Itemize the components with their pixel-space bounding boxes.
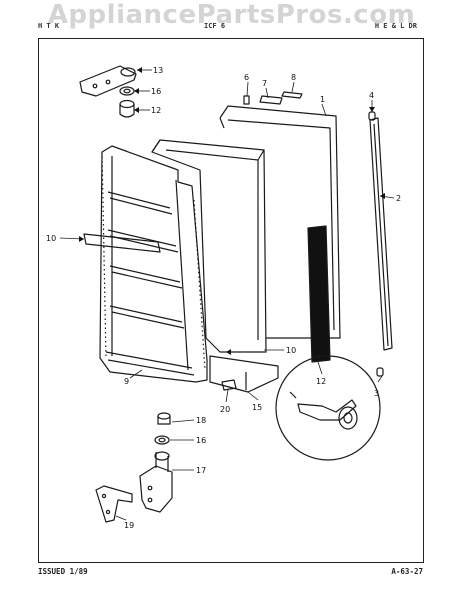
part-trim-strip-b (281, 91, 303, 99)
diagram-frame (38, 38, 424, 563)
part-bottom-hinge-pin (157, 412, 171, 425)
part-hinge-pin-top (243, 95, 250, 105)
callout-12: 12 (316, 377, 326, 386)
part-shelf-bar (83, 233, 161, 253)
part-washer-lower (154, 435, 170, 445)
callout-20: 20 (220, 405, 230, 414)
header-left-text: H T K (38, 22, 60, 30)
callout-6: 6 (244, 73, 249, 82)
part-top-hinge-plate (79, 65, 137, 97)
callout-17: 17 (196, 466, 206, 475)
callout-11: 10 (46, 234, 56, 243)
callout-3: 3 (374, 389, 379, 398)
callout-4: 4 (369, 91, 374, 100)
callout-10: 10 (286, 346, 296, 355)
callout-19: 19 (124, 521, 134, 530)
callout-7: 7 (262, 79, 267, 88)
leader-lines (59, 69, 395, 521)
callout-16a: 16 (151, 87, 161, 96)
part-bottom-hinge (139, 451, 173, 513)
callout-1: 1 (320, 95, 325, 104)
part-door-gasket (151, 139, 267, 353)
part-screw-bottom (376, 367, 384, 377)
callout-18: 18 (196, 416, 206, 425)
diagram-code: A-63-27 (391, 567, 423, 576)
part-door-panel (99, 145, 208, 383)
part-trim-strip-a (259, 95, 283, 105)
issued-date: ISSUED 1/89 (38, 567, 88, 576)
callout-14: 12 (151, 106, 161, 115)
part-side-rail (369, 117, 393, 351)
part-angle-bracket (95, 485, 133, 523)
callout-labels: 13 16 12 6 7 8 1 4 2 3 10 10 12 15 20 18… (46, 66, 401, 530)
header-right-text: H E & L DR (374, 22, 417, 30)
part-bottom-trim (209, 355, 279, 393)
part-lock-assembly (275, 225, 381, 461)
callout-8: 8 (291, 73, 296, 82)
callout-2: 2 (396, 194, 401, 203)
callout-13: 13 (153, 66, 163, 75)
callout-15: 15 (252, 403, 262, 412)
part-washer-upper (119, 86, 135, 96)
callout-9: 9 (124, 377, 129, 386)
header-middle-text: ICF 6 (204, 22, 226, 30)
part-bushing (119, 99, 135, 118)
callout-16b: 16 (196, 436, 206, 445)
part-stop-block (221, 379, 237, 391)
